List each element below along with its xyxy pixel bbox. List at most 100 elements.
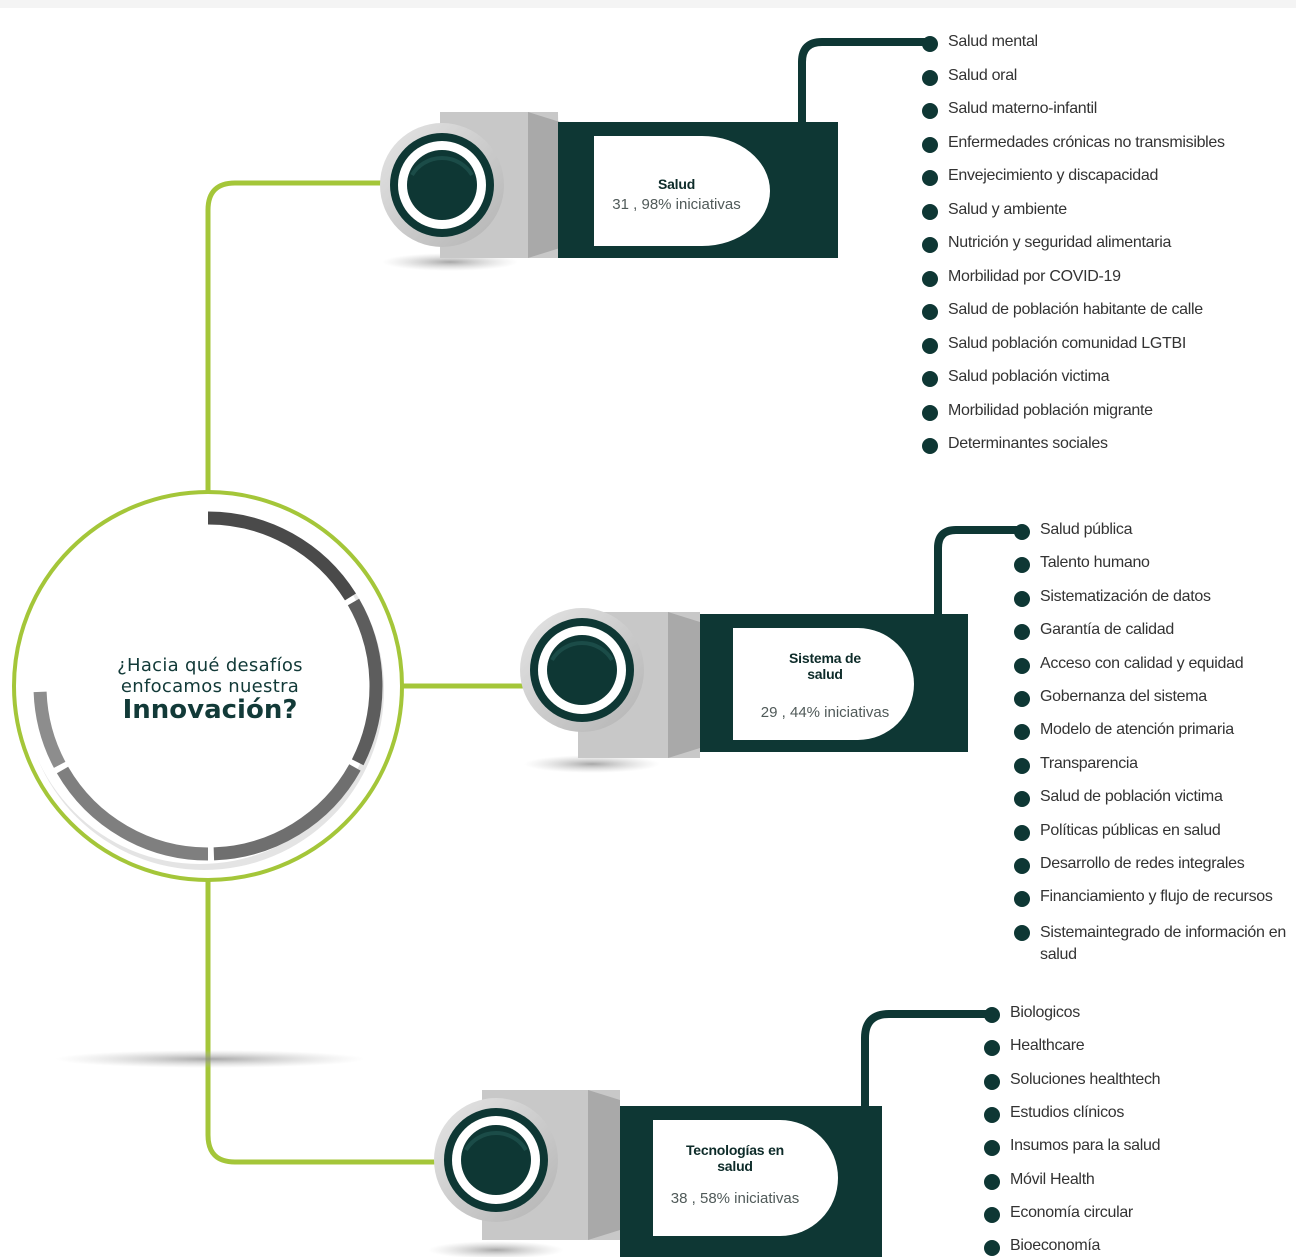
topic-list-item: Salud de población victima <box>1014 788 1223 808</box>
topic-label: Enfermedades crónicas no transmisibles <box>948 133 1225 151</box>
branch-percent-tecnologias: 38 , 58% iniciativas <box>670 1190 800 1207</box>
bullet-dot-icon <box>984 1206 1000 1223</box>
bullet-dot-icon <box>1014 757 1030 774</box>
topic-list-item: Acceso con calidad y equidad <box>1014 655 1244 674</box>
topic-label: Modelo de atención primaria <box>1040 721 1234 739</box>
topic-label: Sistemaintegrado de información en salud <box>1040 923 1286 963</box>
topic-list-item: Salud población victima <box>922 368 1110 387</box>
topic-list-item: Determinantes sociales <box>922 435 1108 454</box>
bullet-dot-icon <box>1014 724 1030 741</box>
branch-title-sistema: Sistema de salud <box>789 650 861 682</box>
hub-progress-arcs <box>33 511 383 861</box>
topic-list-item: Transparencia <box>1014 755 1138 774</box>
topic-label: Salud de población habitante de calle <box>948 301 1203 318</box>
topic-label: Gobernanza del sistema <box>1040 688 1207 705</box>
bullet-dot-icon <box>922 304 938 320</box>
topic-list-item: Nutrición y seguridad alimentaria <box>922 234 1172 253</box>
topic-label: Estudios clínicos <box>1010 1103 1125 1121</box>
topic-label: Salud población comunidad LGTBI <box>948 334 1186 352</box>
topic-label: Salud pública <box>1040 521 1133 538</box>
hub-arc-segment <box>213 764 361 861</box>
bullet-dot-icon <box>984 1040 1000 1057</box>
topic-list-item: Sistemaintegrado de información en salud <box>1014 922 1290 966</box>
connector-line-salud <box>205 180 400 495</box>
topic-list-item: Envejecimiento y discapacidad <box>922 167 1158 186</box>
hub-question-line-2: enfocamos nuestra <box>120 676 300 697</box>
topic-list-item: Financiamiento y flujo de recursos <box>1014 888 1273 908</box>
topic-label: Nutrición y seguridad alimentaria <box>948 234 1172 251</box>
topic-list-item: Móvil Health <box>984 1170 1095 1190</box>
branch-label-sistema: Sistema de salud 29 , 44% iniciativas <box>740 650 910 721</box>
topic-label: Morbilidad población migrante <box>948 401 1153 419</box>
bullet-dot-icon <box>922 36 938 52</box>
bullet-dot-icon <box>922 103 938 119</box>
bullet-dot-icon <box>922 136 938 153</box>
bullet-dot-icon <box>1014 824 1030 841</box>
topic-list-item: Salud población comunidad LGTBI <box>922 334 1186 354</box>
branch-label-salud: Salud 31 , 98% iniciativas <box>594 176 759 213</box>
topic-label: Salud población victima <box>948 368 1110 385</box>
topic-label: Móvil Health <box>1010 1170 1095 1188</box>
hub-question-line-1: ¿Hacia qué desafíos <box>117 655 303 676</box>
bullet-dot-icon <box>984 1106 1000 1123</box>
topic-label: Salud mental <box>948 33 1038 50</box>
topic-list-item: Salud materno-infantil <box>922 100 1098 119</box>
topic-label: Insumos para la salud <box>1010 1137 1161 1155</box>
topic-list-item: Healthcare <box>984 1037 1085 1057</box>
topic-list-item: Insumos para la salud <box>984 1137 1161 1157</box>
bullet-dot-icon <box>922 404 938 421</box>
bullet-dot-icon <box>922 371 938 387</box>
bullet-dot-icon <box>1014 590 1030 607</box>
topic-list-item: Salud oral <box>922 66 1018 86</box>
topic-list-item: Estudios clínicos <box>984 1103 1125 1123</box>
hub-arc-segment <box>56 766 209 861</box>
topic-label: Talento humano <box>1040 554 1150 572</box>
bullet-dot-icon <box>984 1173 1000 1190</box>
sistema-dark-connector <box>934 526 1018 614</box>
topic-list-item: Salud mental <box>922 33 1038 52</box>
branch-label-tecnologias: Tecnologías en salud 38 , 58% iniciativa… <box>655 1142 815 1207</box>
hub-arc-segment <box>33 691 66 768</box>
topic-list-item: Salud y ambiente <box>922 201 1067 220</box>
branch-title-tecnologias: Tecnologías en salud <box>685 1142 785 1174</box>
bullet-dot-icon <box>1014 691 1030 707</box>
topic-list-item: Soluciones healthtech <box>984 1070 1161 1090</box>
topic-list-item: Modelo de atención primaria <box>1014 721 1234 741</box>
bullet-dot-icon <box>984 1240 1000 1257</box>
bullet-dot-icon <box>1014 891 1030 908</box>
topic-label: Salud de población victima <box>1040 788 1223 806</box>
bullet-dot-icon <box>1014 858 1030 874</box>
branch-shape-tecnologias <box>428 1010 988 1257</box>
topic-list-item: Morbilidad por COVID-19 <box>922 267 1121 287</box>
branch-title-salud: Salud <box>657 176 696 192</box>
bullet-dot-icon <box>1014 657 1030 674</box>
bullet-dot-icon <box>922 69 938 86</box>
topic-label: Morbilidad por COVID-19 <box>948 267 1121 285</box>
topic-list-item: Sistematización de datos <box>1014 588 1211 607</box>
topic-label: Salud oral <box>948 66 1018 84</box>
bullet-dot-icon <box>984 1073 1000 1090</box>
branch-shape-sistema <box>520 526 1018 773</box>
branch-shape-salud <box>380 38 928 271</box>
topic-label: Bioeconomía <box>1010 1237 1101 1255</box>
topic-list-item: Salud de población habitante de calle <box>922 301 1203 320</box>
bullet-dot-icon <box>1014 791 1030 808</box>
bullet-dot-icon <box>922 337 938 354</box>
hub-title: ¿Hacia qué desafíos enfocamos nuestra In… <box>60 655 360 723</box>
topic-label: Soluciones healthtech <box>1010 1070 1161 1088</box>
hub-arc-segment <box>347 598 383 766</box>
bullet-dot-icon <box>922 237 938 253</box>
bullet-dot-icon <box>1014 924 1030 941</box>
topic-list-item: Morbilidad población migrante <box>922 401 1153 421</box>
bullet-dot-icon <box>922 203 938 220</box>
branch-percent-sistema: 29 , 44% iniciativas <box>760 704 890 721</box>
topic-label: Determinantes sociales <box>948 435 1108 452</box>
topic-list-item: Enfermedades crónicas no transmisibles <box>922 133 1225 153</box>
bullet-dot-icon <box>1014 624 1030 641</box>
topic-label: Financiamiento y flujo de recursos <box>1040 888 1273 906</box>
hub-arc-segment <box>207 511 356 601</box>
topic-list-item: Biologicos <box>984 1004 1080 1023</box>
hub-inner-circle <box>22 508 378 864</box>
topic-label: Salud materno-infantil <box>948 100 1098 117</box>
